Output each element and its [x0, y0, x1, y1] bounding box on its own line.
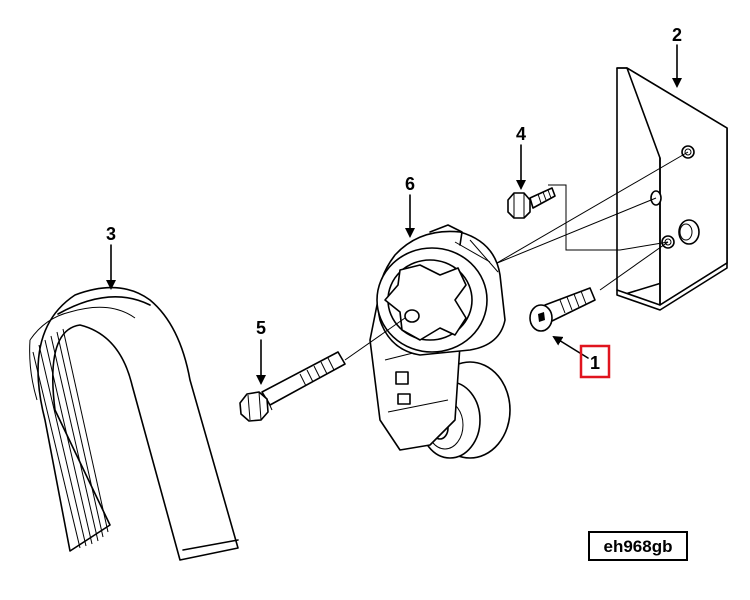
- callout-leaders: [106, 44, 682, 385]
- countersunk-screw: [529, 287, 596, 332]
- callout-1-highlight-box: [579, 344, 611, 379]
- callout-4: 4: [516, 124, 526, 144]
- callout-3: 3: [106, 224, 116, 244]
- reference-code: eh968gb: [604, 537, 673, 556]
- callout-6: 6: [405, 174, 415, 194]
- serpentine-belt: [29, 286, 239, 561]
- reference-code-box: eh968gb: [588, 531, 688, 561]
- flange-bolt-long: [239, 317, 406, 422]
- callout-labels: 2 3 4 6 5 1: [106, 25, 682, 379]
- leader-1: [552, 335, 589, 359]
- belt-tensioner: [369, 224, 511, 459]
- flange-bolt-small: [507, 187, 556, 219]
- callout-5: 5: [256, 318, 266, 338]
- callout-1: 1: [590, 353, 600, 373]
- mounting-plate: [616, 67, 728, 311]
- callout-2: 2: [672, 25, 682, 45]
